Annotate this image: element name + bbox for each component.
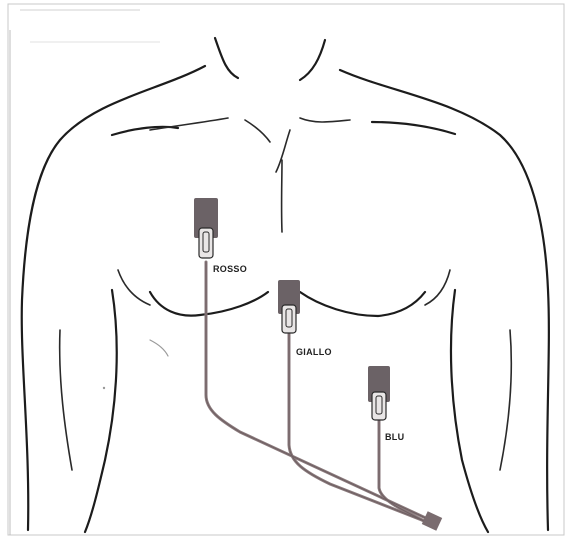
sternum-upper	[276, 130, 290, 172]
scan-artifact	[150, 340, 168, 356]
right-clavicle-outer	[372, 122, 455, 134]
right-pectoral	[300, 292, 425, 316]
right-arm-contour	[500, 330, 511, 470]
right-shoulder-arm-outline	[340, 70, 549, 530]
lead-wire-red	[206, 262, 430, 520]
left-arm-contour	[60, 330, 72, 470]
right-torso-side	[451, 290, 488, 532]
left-pectoral	[150, 292, 268, 316]
right-axilla	[425, 270, 450, 305]
electrode-label-yellow: GIALLO	[296, 347, 332, 357]
page-frame	[8, 4, 564, 535]
lead-wire-yellow	[289, 328, 432, 524]
lead-connector	[422, 511, 442, 530]
electrode-blue: BLU	[368, 366, 404, 442]
scan-dot	[103, 387, 105, 389]
electrode-red: ROSSO	[194, 198, 247, 274]
neck-right	[300, 40, 325, 80]
left-torso-side	[85, 290, 117, 532]
lead-wires	[206, 262, 442, 531]
electrode-yellow: GIALLO	[278, 280, 332, 357]
sternal-notch-left	[245, 120, 270, 142]
electrode-label-red: ROSSO	[213, 264, 247, 274]
electrode-label-blue: BLU	[385, 432, 404, 442]
left-clavicle-outer	[112, 127, 178, 135]
right-clavicle	[300, 118, 350, 122]
left-clavicle	[150, 118, 228, 130]
neck-left	[215, 38, 238, 78]
left-axilla	[118, 270, 150, 305]
